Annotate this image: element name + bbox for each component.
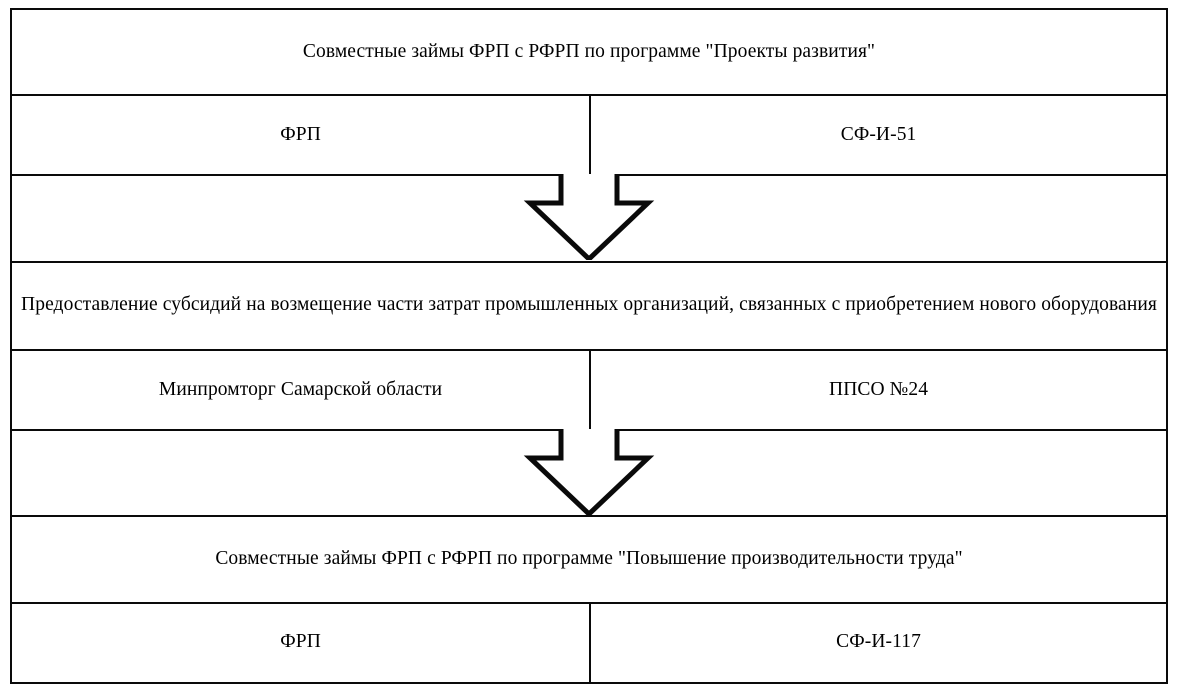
table-row: ФРП СФ-И-117 xyxy=(9,601,1168,685)
table-row: Совместные займы ФРП с РФРП по программе… xyxy=(10,7,1168,97)
table-row: Минпромторг Самарской области ППСО №24 xyxy=(9,348,1168,432)
table-row: ФРП СФ-И-51 xyxy=(9,94,1168,177)
block-2-title: Предоставление субсидий на возмещение ча… xyxy=(10,260,1168,351)
block-1-organization: ФРП xyxy=(9,94,592,177)
connector-1-cell xyxy=(10,174,1168,263)
flowchart-table: Совместные займы ФРП с РФРП по программе… xyxy=(9,7,1168,685)
block-3-organization: ФРП xyxy=(9,601,592,685)
block-1-title: Совместные займы ФРП с РФРП по программе… xyxy=(10,7,1168,97)
connector-1 xyxy=(12,174,1166,261)
connector-2-cell xyxy=(10,429,1168,518)
table-row: Совместные займы ФРП с РФРП по программе… xyxy=(10,515,1168,604)
table-row xyxy=(10,174,1168,263)
down-block-arrow-icon xyxy=(523,174,655,261)
connector-2 xyxy=(12,429,1166,516)
block-2-organization: Минпромторг Самарской области xyxy=(9,348,592,432)
block-3-code: СФ-И-117 xyxy=(589,601,1168,685)
table-row xyxy=(10,429,1168,518)
table-row: Предоставление субсидий на возмещение ча… xyxy=(10,260,1168,351)
block-2-code: ППСО №24 xyxy=(589,348,1168,432)
block-1-code: СФ-И-51 xyxy=(589,94,1168,177)
block-3-title: Совместные займы ФРП с РФРП по программе… xyxy=(10,515,1168,604)
down-block-arrow-icon xyxy=(523,429,655,516)
